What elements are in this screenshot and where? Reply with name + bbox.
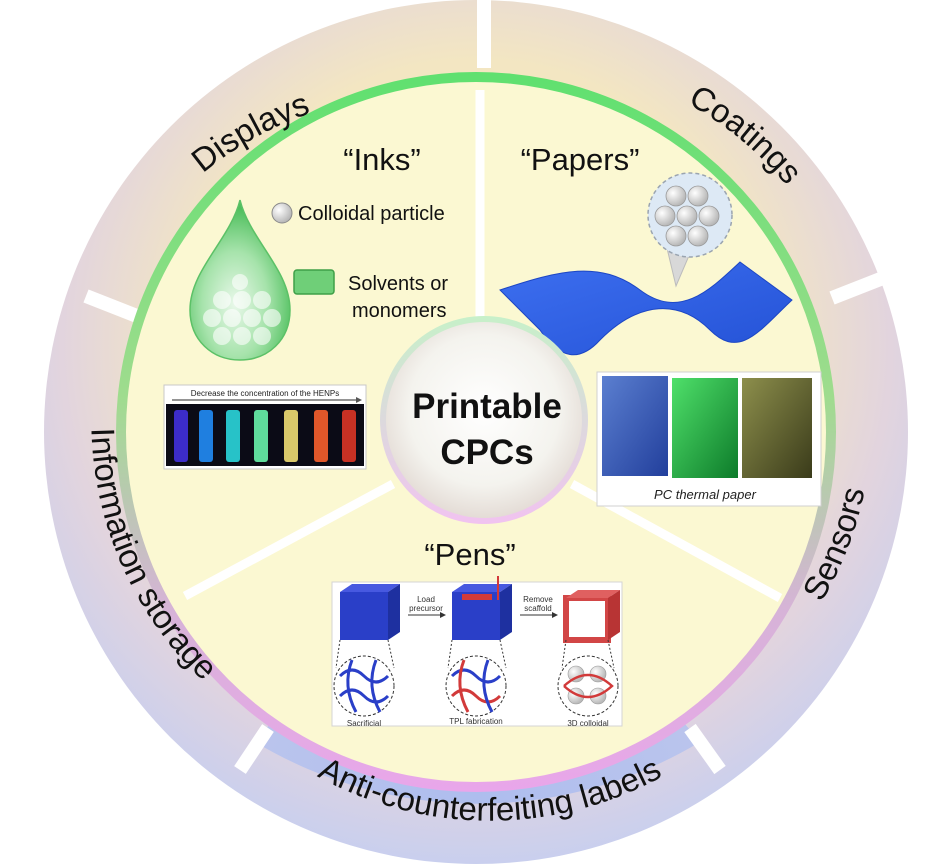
droplet-particles [203, 274, 281, 345]
vials-banner-text: Decrease the concentration of the HENPs [191, 389, 340, 398]
thermal-paper-photo: PC thermal paper [596, 371, 822, 507]
inks-section: “Inks” Colloidal particle Solvents or mo… [163, 142, 448, 470]
pens-title: “Pens” [424, 537, 515, 572]
step1-label: Load [417, 595, 435, 604]
colloidal-particle-icon [271, 202, 293, 224]
solvent-swatch-icon [293, 269, 335, 295]
step1-label-b: precursor [409, 604, 443, 613]
inks-title: “Inks” [343, 142, 421, 177]
vials-photo: Decrease the concentration of the HENPs [163, 384, 367, 470]
ring-separators [83, 0, 891, 775]
pens-section: “Pens” Load precursor Remove scaf [331, 537, 623, 728]
center-title-line1: Printable [412, 387, 562, 426]
step2-label: Remove [523, 595, 553, 604]
tpl-process-figure: Load precursor Remove scaffold [331, 576, 623, 728]
center-title-line2: CPCs [440, 433, 533, 472]
step2-label-b: scaffold [524, 604, 551, 613]
label-sacrificial: Sacrificial [347, 719, 381, 728]
thermal-paper-caption: PC thermal paper [654, 487, 757, 502]
papers-title: “Papers” [521, 142, 640, 177]
scaffold-cube [340, 584, 400, 640]
label-colloidal-crystal: 3D colloidal [567, 719, 609, 728]
colloidal-crystal-cube [563, 590, 620, 643]
label-tpl: TPL fabrication [449, 717, 503, 726]
legend-colloidal-particle: Colloidal particle [298, 203, 445, 225]
zoom-circle-1 [333, 639, 395, 717]
bubble-particles [654, 185, 720, 247]
papers-section: “Papers” PC thermal paper [499, 142, 822, 507]
legend-solvent-line2: monomers [352, 300, 446, 322]
zoom-circle-3 [557, 639, 619, 717]
center-circle [386, 322, 582, 518]
legend-solvent-line1: Solvents or [348, 273, 448, 295]
loaded-cube [452, 576, 512, 640]
wavy-paper [499, 261, 793, 356]
zoom-circle-2 [445, 639, 507, 717]
